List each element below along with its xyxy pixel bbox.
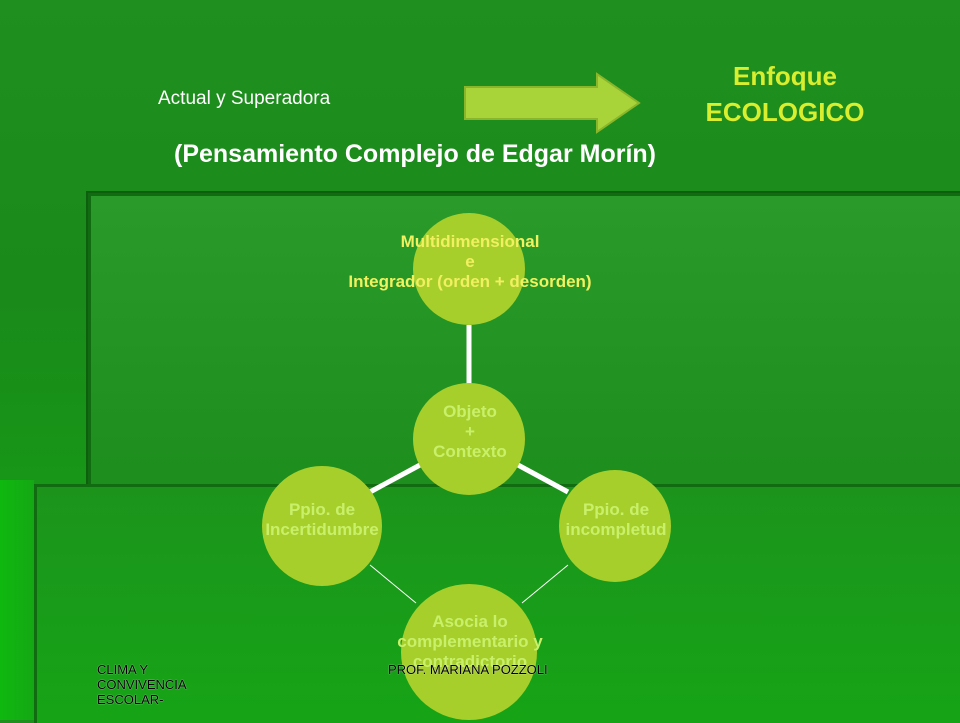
node-center-label: Objeto + Contexto bbox=[400, 402, 540, 462]
enfoque-line1: Enfoque bbox=[733, 61, 837, 91]
subtitle: (Pensamiento Complejo de Edgar Morín) bbox=[174, 140, 656, 168]
node-left-line1: Ppio. de bbox=[288, 500, 356, 519]
node-left-circle bbox=[262, 466, 382, 586]
node-center-line1: Objeto bbox=[443, 402, 497, 421]
connector-right bbox=[516, 462, 570, 495]
node-center-circle bbox=[413, 383, 525, 495]
node-right-line1: Ppio. de bbox=[582, 500, 650, 519]
footer-left-line3: ESCOLAR- bbox=[97, 692, 164, 707]
node-left-line2: Incertidumbre bbox=[265, 520, 379, 539]
node-center-line2: + bbox=[465, 422, 475, 441]
node-top-circle bbox=[413, 213, 525, 325]
node-bottom-line3: contradictorio bbox=[412, 652, 528, 671]
node-top-line3: Integrador (orden + desorden) bbox=[348, 272, 592, 291]
connector-left bbox=[368, 462, 422, 495]
connector-right-bottom bbox=[521, 564, 569, 604]
right-arrow-icon bbox=[464, 72, 641, 134]
node-top-label: Multidimensional e Integrador (orden + d… bbox=[270, 232, 670, 292]
node-bottom-line2: complementario y bbox=[397, 632, 543, 651]
node-bottom-circle bbox=[401, 584, 537, 720]
node-center-line3: Contexto bbox=[433, 442, 507, 461]
node-bottom-label: Asocia lo complementario y contradictori… bbox=[350, 612, 590, 672]
footer-left-line2: CONVIVENCIA bbox=[97, 677, 187, 692]
enfoque-line2: ECOLOGICO bbox=[705, 97, 865, 127]
left-strip bbox=[0, 480, 34, 720]
footer-author: PROF. MARIANA POZZOLI bbox=[388, 662, 548, 677]
footer-left-line1: CLIMA Y bbox=[97, 662, 149, 677]
node-right-line2: incompletud bbox=[565, 520, 667, 539]
node-right-circle bbox=[559, 470, 671, 582]
actual-label: Actual y Superadora bbox=[158, 88, 331, 109]
footer-left: CLIMA Y CONVIVENCIA ESCOLAR- bbox=[97, 662, 237, 707]
enfoque-title: Enfoque ECOLOGICO bbox=[680, 58, 890, 130]
node-top-line2: e bbox=[465, 252, 475, 271]
node-left-label: Ppio. de Incertidumbre bbox=[222, 500, 422, 540]
node-bottom-line1: Asocia lo bbox=[432, 612, 508, 631]
node-right-label: Ppio. de incompletud bbox=[516, 500, 716, 540]
node-top-line1: Multidimensional bbox=[400, 232, 540, 251]
connector-left-bottom bbox=[369, 564, 417, 604]
